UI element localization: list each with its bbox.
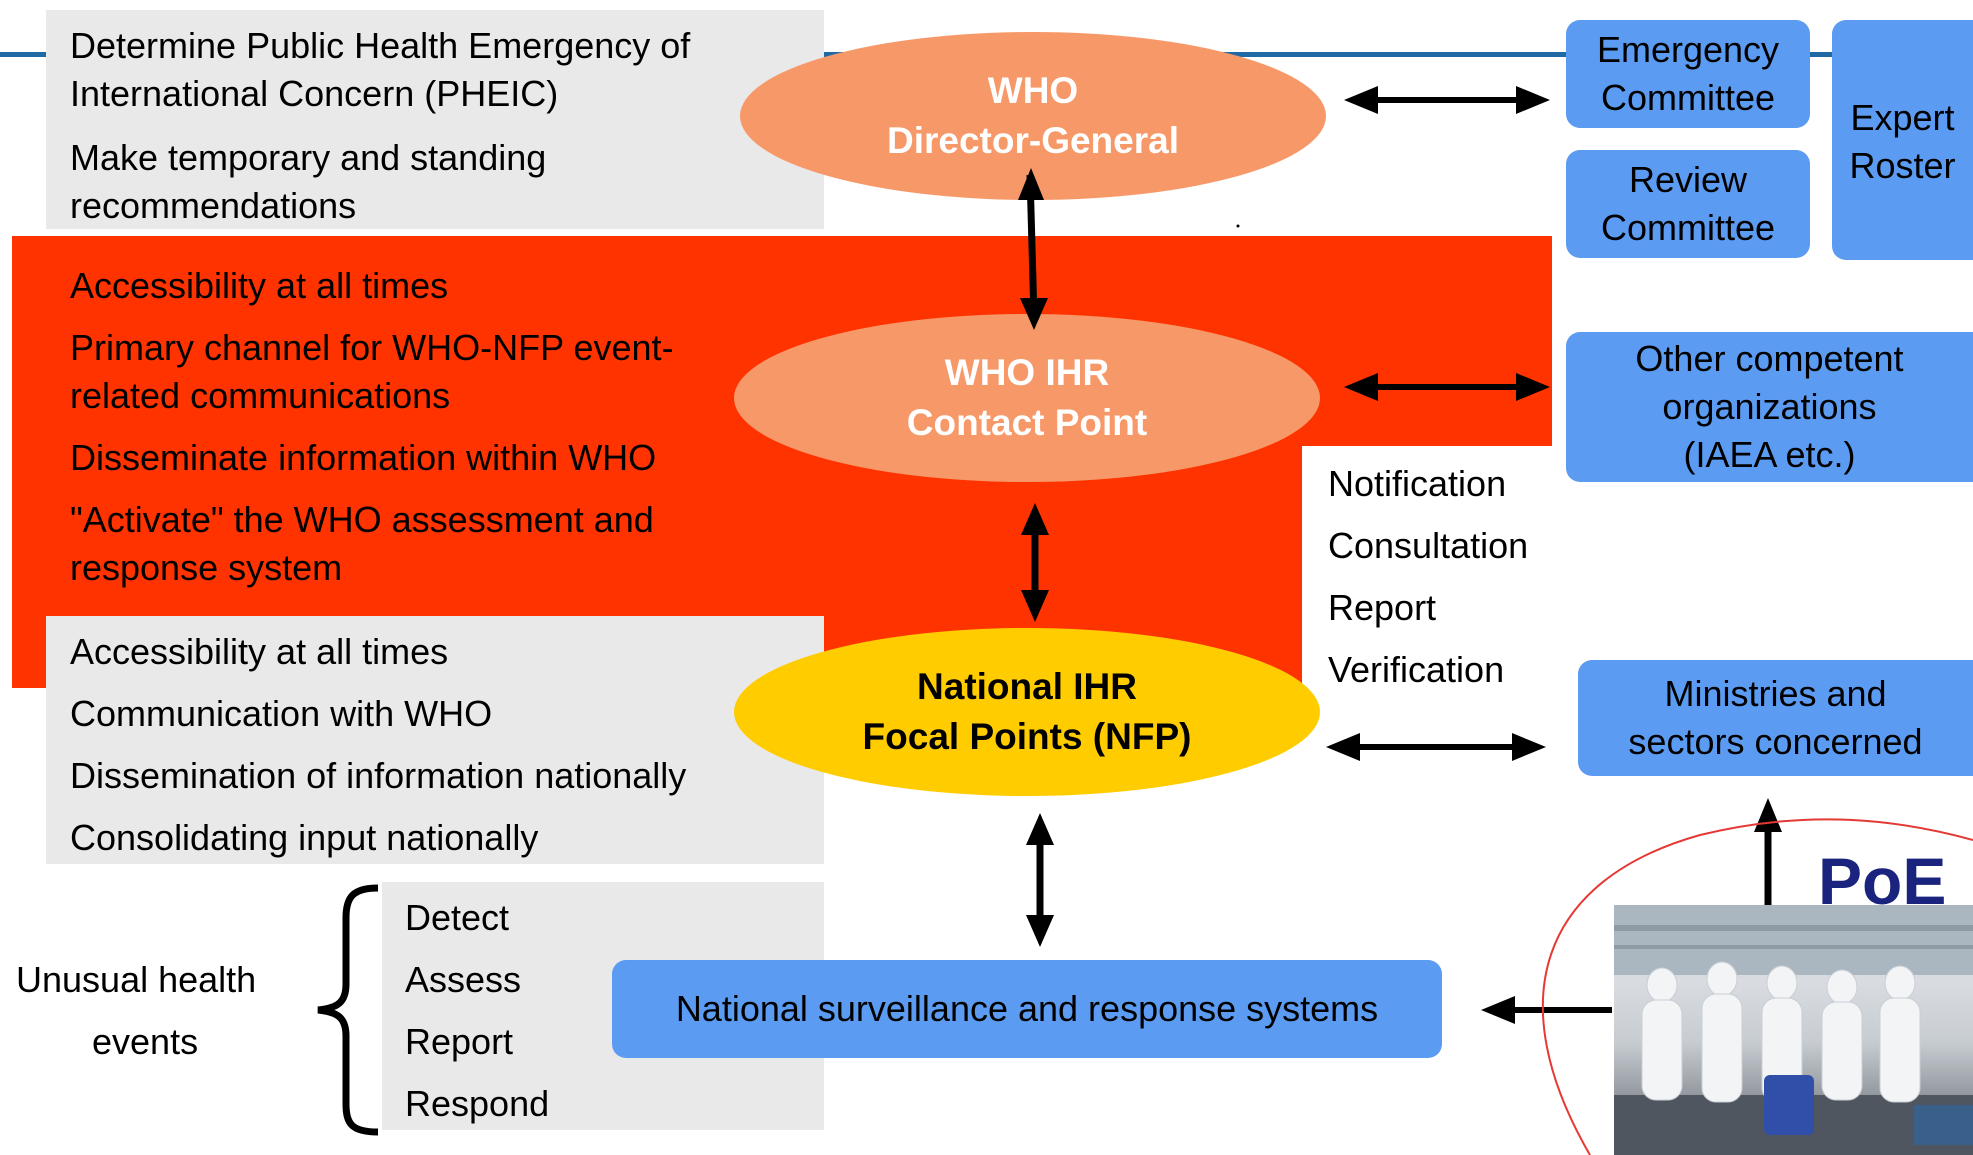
cp-nfp-arrow bbox=[1021, 503, 1049, 622]
nfp-ministries-arrow bbox=[1326, 733, 1546, 761]
nfp-function-line-2: Communication with WHO bbox=[70, 693, 493, 734]
cp-function-line-3: related communications bbox=[70, 375, 451, 416]
events-label-line-2: events bbox=[92, 1021, 199, 1062]
event-step-respond: Respond bbox=[405, 1083, 550, 1124]
poe-photo-illustration bbox=[1614, 905, 1973, 1155]
nfp-function-line-4: Consolidating input nationally bbox=[70, 817, 539, 858]
event-step-detect: Detect bbox=[405, 897, 510, 938]
cp-function-line-2: Primary channel for WHO-NFP event- bbox=[70, 327, 674, 368]
nfp-functions-box bbox=[46, 616, 824, 864]
event-step-assess: Assess bbox=[405, 959, 522, 1000]
nfp-title-line-1: National IHR bbox=[917, 666, 1137, 707]
action-notification: Notification bbox=[1328, 463, 1507, 504]
national-focal-point-node: National IHR Focal Points (NFP) bbox=[734, 628, 1320, 796]
review-committee-line-1: Review bbox=[1628, 159, 1748, 200]
poe-surveillance-arrow bbox=[1481, 996, 1612, 1024]
expert-roster-box: Expert Roster bbox=[1832, 20, 1973, 260]
cp-title-line-2: Contact Point bbox=[906, 402, 1148, 443]
dg-title-line-2: Director-General bbox=[887, 120, 1179, 161]
cp-function-line-6: response system bbox=[70, 547, 343, 588]
national-surveillance-label: National surveillance and response syste… bbox=[675, 988, 1379, 1029]
poe-highlight-circle bbox=[1541, 818, 1973, 1155]
review-committee-box: Review Committee bbox=[1566, 150, 1810, 258]
cp-organizations-arrow bbox=[1344, 373, 1550, 401]
poe-title: PoE bbox=[1818, 844, 1947, 918]
dg-functions-box bbox=[46, 10, 824, 229]
nfp-function-line-1: Accessibility at all times bbox=[70, 631, 449, 672]
other-organizations-box: Other competent organizations (IAEA etc.… bbox=[1566, 332, 1973, 482]
cp-title-line-1: WHO IHR bbox=[944, 352, 1110, 393]
action-verification: Verification bbox=[1328, 649, 1505, 690]
nfp-title-line-2: Focal Points (NFP) bbox=[862, 716, 1192, 757]
expert-roster-line-1: Expert bbox=[1850, 97, 1955, 138]
emergency-committee-line-1: Emergency bbox=[1596, 29, 1780, 70]
events-label-line-1: Unusual health bbox=[16, 959, 257, 1000]
who-director-general-node: WHO Director-General bbox=[740, 32, 1326, 200]
poe-photo bbox=[1614, 905, 1973, 1155]
dg-title-line-1: WHO bbox=[987, 70, 1079, 111]
ministries-line-2: sectors concerned bbox=[1628, 721, 1923, 762]
ministries-box: Ministries and sectors concerned bbox=[1578, 660, 1973, 776]
dg-function-line-4: recommendations bbox=[70, 185, 357, 226]
dg-function-line-2: International Concern (PHEIC) bbox=[70, 73, 559, 114]
national-surveillance-box: National surveillance and response syste… bbox=[612, 960, 1442, 1058]
ministries-line-1: Ministries and bbox=[1664, 673, 1887, 714]
expert-roster-line-2: Roster bbox=[1849, 145, 1956, 186]
cp-function-line-1: Accessibility at all times bbox=[70, 265, 449, 306]
action-report: Report bbox=[1328, 587, 1437, 628]
other-organizations-line-3: (IAEA etc.) bbox=[1683, 434, 1856, 475]
dg-function-line-3: Make temporary and standing bbox=[70, 137, 547, 178]
emergency-committee-box: Emergency Committee bbox=[1566, 20, 1810, 128]
cp-function-line-5: "Activate" the WHO assessment and bbox=[70, 499, 654, 540]
events-brace bbox=[317, 884, 379, 1136]
event-step-report: Report bbox=[405, 1021, 514, 1062]
who-contact-point-node: WHO IHR Contact Point bbox=[734, 314, 1320, 482]
action-consultation: Consultation bbox=[1328, 525, 1529, 566]
poe-ministries-arrow bbox=[1754, 798, 1782, 905]
stray-dot bbox=[1236, 224, 1240, 228]
dg-committee-arrow bbox=[1344, 86, 1550, 114]
nfp-surveillance-arrow bbox=[1026, 813, 1054, 947]
dg-cp-arrow bbox=[1018, 168, 1048, 330]
dg-function-line-1: Determine Public Health Emergency of bbox=[70, 25, 691, 66]
other-organizations-line-2: organizations bbox=[1662, 386, 1877, 427]
cp-function-line-4: Disseminate information within WHO bbox=[70, 437, 657, 478]
emergency-committee-line-2: Committee bbox=[1600, 77, 1776, 118]
review-committee-line-2: Committee bbox=[1600, 207, 1776, 248]
nfp-function-line-3: Dissemination of information nationally bbox=[70, 755, 687, 796]
other-organizations-line-1: Other competent bbox=[1635, 338, 1904, 379]
